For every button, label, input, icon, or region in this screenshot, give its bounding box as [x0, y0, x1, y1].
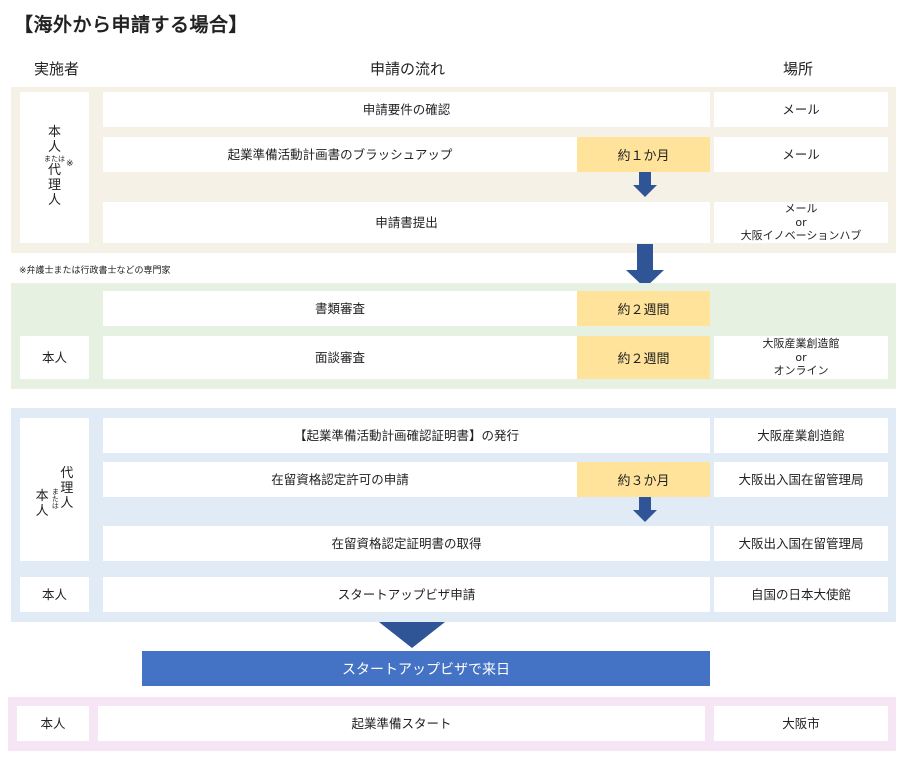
step-visa-application: スタートアップビザ申請	[103, 577, 710, 612]
actor-main-1: 本	[47, 125, 61, 141]
place-certificate-obtain: 大阪出入国在留管理局	[714, 526, 888, 561]
section-4-actor: 本人	[17, 706, 89, 741]
actor3-main-2: 人	[35, 503, 49, 519]
place-status-application: 大阪出入国在留管理局	[714, 462, 888, 497]
section-3-actor: 本 人 または 代 理 人	[20, 418, 89, 561]
actor-or: または	[44, 155, 65, 164]
page-title: 【海外から申請する場合】	[14, 14, 249, 36]
duration-status-application: 約３か月	[577, 462, 710, 497]
section-2-actor: 本人	[20, 336, 89, 379]
place-submit-line1: メール	[784, 201, 818, 215]
arrow-down-icon	[379, 622, 445, 648]
duration-plan-brushup: 約１か月	[577, 137, 710, 172]
place-interview-or: or	[795, 350, 807, 364]
actor3-agent-1: 代	[60, 466, 74, 482]
place-submit-or: or	[795, 215, 807, 229]
step-interview: 面談審査	[103, 336, 577, 379]
place-startup-preparation: 大阪市	[714, 706, 888, 741]
place-certificate-issue: 大阪産業創造館	[714, 418, 888, 453]
header-actor: 実施者	[34, 60, 80, 78]
step-certificate-issue: 【起業準備活動計画確認証明書】の発行	[103, 418, 710, 453]
place-requirements: メール	[714, 92, 888, 127]
arrival-banner: スタートアップビザで来日	[142, 651, 710, 686]
step-plan-brushup: 起業準備活動計画書のブラッシュアップ	[103, 137, 577, 172]
arrow-down-icon	[626, 244, 664, 288]
actor-main-2: 人	[47, 140, 61, 156]
actor-agent-1: 代	[47, 162, 61, 178]
section-3-actor-last: 本人	[20, 577, 89, 612]
place-interview-line1: 大阪産業創造館	[762, 336, 840, 350]
actor3-agent-2: 理	[60, 481, 74, 497]
step-submit: 申請書提出	[103, 202, 710, 243]
header-flow: 申請の流れ	[370, 60, 446, 78]
arrow-down-icon	[633, 497, 657, 522]
duration-interview: 約２週間	[577, 336, 710, 379]
header-place: 場所	[783, 60, 814, 78]
place-submit-line2: 大阪イノベーションハブ	[740, 229, 862, 243]
place-plan-brushup: メール	[714, 137, 888, 172]
place-visa-application: 自国の日本大使館	[714, 577, 888, 612]
step-startup-preparation: 起業準備スタート	[98, 706, 705, 741]
footnote: ※弁護士または行政書士などの専門家	[19, 266, 171, 276]
actor-agent-3: 人	[47, 192, 61, 208]
actor3-agent-3: 人	[60, 495, 74, 511]
section-1-actor: 本 人 または 代 ※ 理 人	[20, 92, 89, 243]
step-document-review: 書類審査	[103, 291, 577, 326]
actor-mark: ※	[65, 158, 74, 169]
actor-agent-2: 理	[47, 177, 61, 193]
step-status-application: 在留資格認定許可の申請	[103, 462, 577, 497]
place-interview: 大阪産業創造館 or オンライン	[714, 336, 888, 379]
actor3-main-1: 本	[35, 488, 49, 504]
actor3-or: または	[51, 488, 60, 509]
step-certificate-obtain: 在留資格認定証明書の取得	[103, 526, 710, 561]
place-interview-line2: オンライン	[773, 364, 829, 378]
step-requirements: 申請要件の確認	[103, 92, 710, 127]
duration-document-review: 約２週間	[577, 291, 710, 326]
arrow-down-icon	[633, 172, 657, 197]
place-submit: メール or 大阪イノベーションハブ	[714, 202, 888, 243]
